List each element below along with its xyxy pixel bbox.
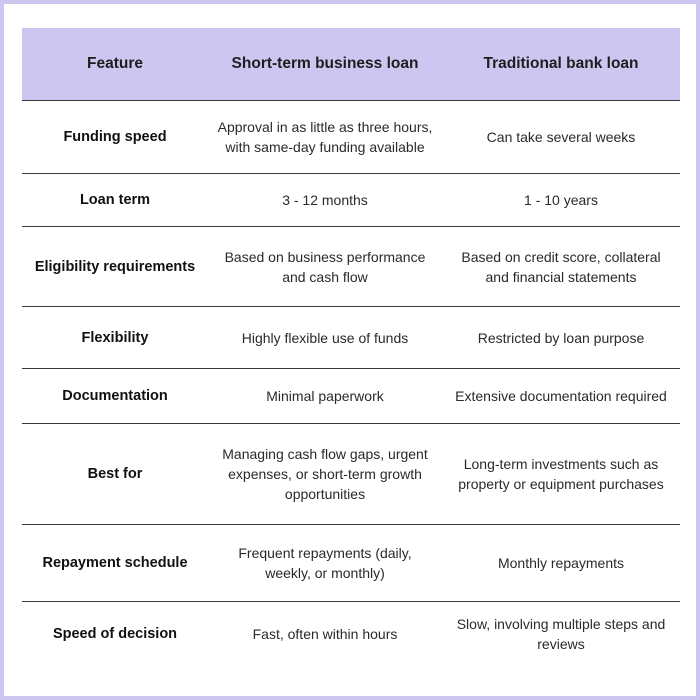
traditional-cell: Extensive documentation required xyxy=(442,368,680,424)
feature-cell: Loan term xyxy=(22,173,208,227)
table-row: Repayment schedule Frequent repayments (… xyxy=(22,524,680,602)
feature-cell: Eligibility requirements xyxy=(22,226,208,307)
traditional-cell: Can take several weeks xyxy=(442,100,680,174)
short-term-cell: Minimal paperwork xyxy=(208,368,442,424)
feature-cell: Best for xyxy=(22,423,208,525)
traditional-cell: Monthly repayments xyxy=(442,524,680,602)
short-term-cell: Frequent repayments (daily, weekly, or m… xyxy=(208,524,442,602)
table-row: Funding speed Approval in as little as t… xyxy=(22,100,680,174)
loan-comparison-table: Feature Short-term business loan Traditi… xyxy=(22,28,680,666)
table-row: Best for Managing cash flow gaps, urgent… xyxy=(22,423,680,525)
feature-cell: Documentation xyxy=(22,368,208,424)
traditional-cell: 1 - 10 years xyxy=(442,173,680,227)
comparison-card: Feature Short-term business loan Traditi… xyxy=(4,4,696,696)
short-term-cell: Managing cash flow gaps, urgent expenses… xyxy=(208,423,442,525)
short-term-cell: Approval in as little as three hours, wi… xyxy=(208,100,442,174)
short-term-cell: 3 - 12 months xyxy=(208,173,442,227)
header-short-term-loan: Short-term business loan xyxy=(208,28,442,101)
traditional-cell: Restricted by loan purpose xyxy=(442,306,680,369)
short-term-cell: Fast, often within hours xyxy=(252,626,398,642)
feature-cell: Funding speed xyxy=(22,100,208,174)
traditional-cell: Long-term investments such as property o… xyxy=(442,423,680,525)
traditional-cell: Slow, involving multiple steps and revie… xyxy=(456,616,666,652)
feature-cell: Flexibility xyxy=(22,306,208,369)
short-term-cell: Based on business performance and cash f… xyxy=(208,226,442,307)
table-row: Loan term 3 - 12 months 1 - 10 years xyxy=(22,173,680,227)
header-traditional-loan: Traditional bank loan xyxy=(442,28,680,101)
feature-cell: Repayment schedule xyxy=(22,524,208,602)
table-header-row: Feature Short-term business loan Traditi… xyxy=(22,28,680,101)
header-feature: Feature xyxy=(22,28,208,101)
table-row: Documentation Minimal paperwork Extensiv… xyxy=(22,368,680,424)
traditional-cell: Based on credit score, collateral and fi… xyxy=(442,226,680,307)
table-row: Eligibility requirements Based on busine… xyxy=(22,226,680,307)
feature-cell: Speed of decision xyxy=(52,626,178,642)
short-term-cell: Highly flexible use of funds xyxy=(208,306,442,369)
table-row: Flexibility Highly flexible use of funds… xyxy=(22,306,680,369)
table-row: Speed of decision Fast, often within hou… xyxy=(22,602,680,667)
